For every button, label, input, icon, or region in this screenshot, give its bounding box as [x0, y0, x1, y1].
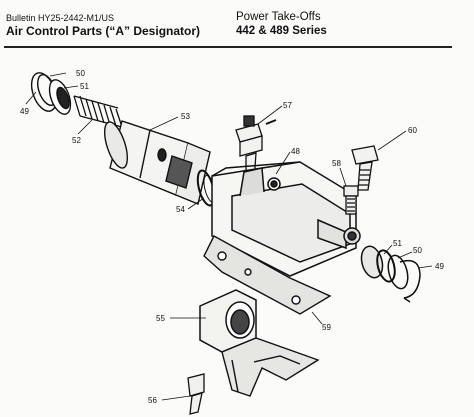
section-subtitle: Air Control Parts (“A” Designator) — [6, 24, 201, 38]
callout-50-lower: 50 — [413, 246, 422, 255]
callout-54: 54 — [176, 205, 185, 214]
product-title: Power Take-Offs — [236, 11, 321, 23]
set-screw — [187, 373, 205, 415]
callout-51-lower: 51 — [393, 239, 402, 248]
bolt — [351, 145, 379, 191]
leader-lines — [25, 72, 433, 401]
header-left: Bulletin HY25-2442-M1/US Air Control Par… — [6, 13, 200, 39]
piston — [103, 120, 211, 205]
callout-58: 58 — [332, 159, 341, 168]
shift-fork — [221, 337, 320, 397]
callout-55: 55 — [156, 314, 165, 323]
callout-49-lower: 49 — [435, 262, 444, 271]
series-label: 442 & 489 Series — [236, 25, 327, 37]
header-right: Power Take-Offs 442 & 489 Series — [236, 10, 327, 38]
elbow-fitting — [343, 185, 359, 215]
callout-51-upper: 51 — [80, 82, 89, 91]
air-cylinder-housing — [211, 161, 384, 279]
washer-upper — [48, 79, 72, 115]
callout-53: 53 — [181, 112, 190, 121]
gasket-plate — [203, 235, 332, 315]
spring — [73, 95, 123, 128]
callout-57: 57 — [283, 101, 292, 110]
bulletin-number: Bulletin HY25-2442-M1/US — [6, 13, 115, 23]
callout-59: 59 — [322, 323, 331, 332]
washer-lower — [387, 254, 409, 290]
header-rule — [4, 46, 452, 48]
callout-56: 56 — [148, 396, 157, 405]
callout-52: 52 — [72, 136, 81, 145]
snap-ring-lower — [399, 259, 421, 303]
callout-48: 48 — [291, 147, 300, 156]
callout-60: 60 — [408, 126, 417, 135]
callout-49-upper: 49 — [20, 107, 29, 116]
callout-50-upper: 50 — [76, 69, 85, 78]
shift-collar — [199, 289, 257, 353]
o-ring-lower — [376, 249, 396, 283]
